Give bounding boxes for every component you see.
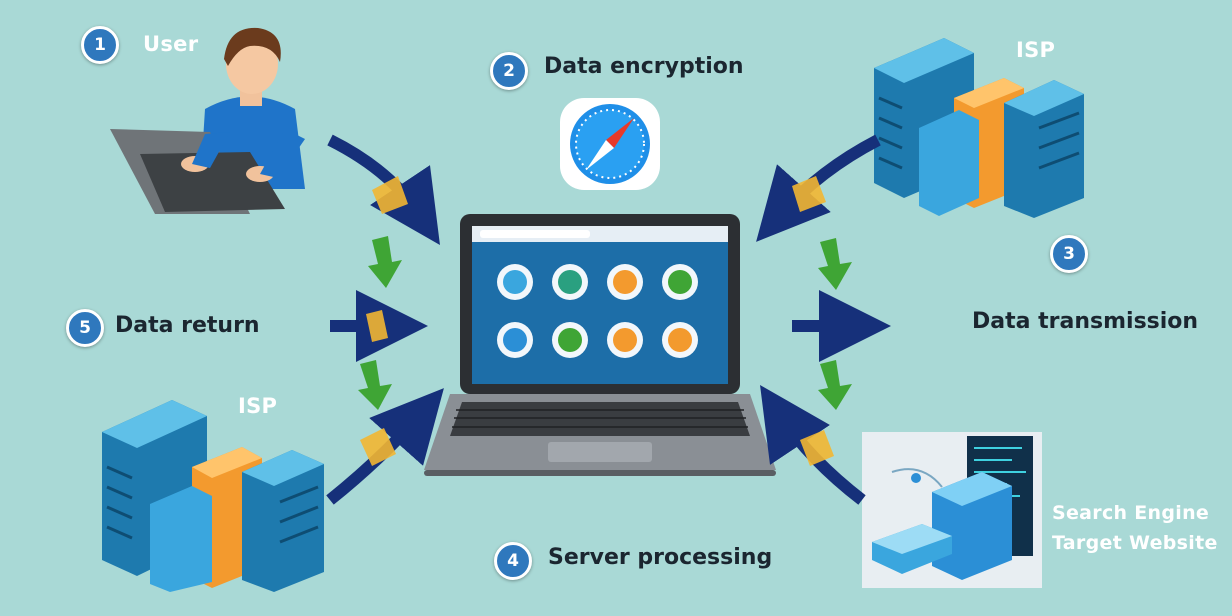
data-transmission-label: Data transmission	[972, 309, 1199, 334]
step-2-badge: 2	[490, 52, 528, 90]
green-arrow-left-lower	[358, 360, 392, 410]
target-label-line2: Target Website	[1052, 532, 1218, 554]
data-encryption-label: Data encryption	[544, 54, 744, 79]
step-3-badge: 3	[1050, 235, 1088, 273]
green-arrow-left-upper	[368, 236, 402, 288]
target-website-image	[862, 432, 1042, 588]
user-illustration	[110, 27, 305, 214]
isp-bottom-label: ISP	[238, 394, 278, 418]
target-label-line1: Search Engine	[1052, 502, 1210, 524]
isp-top-server-icon	[874, 38, 1084, 218]
central-laptop	[424, 214, 776, 476]
server-processing-label: Server processing	[548, 545, 773, 570]
step-4-badge: 4	[494, 542, 532, 580]
isp-top-label: ISP	[1016, 38, 1056, 62]
step-5-badge: 5	[66, 309, 104, 347]
green-arrow-right-lower	[818, 360, 852, 410]
green-arrow-right-upper	[818, 238, 852, 290]
arrow-user-to-laptop	[327, 134, 440, 245]
compass-icon	[560, 98, 660, 190]
user-label: User	[143, 32, 199, 56]
step-1-badge: 1	[81, 26, 119, 64]
data-return-label: Data return	[115, 313, 260, 338]
arrow-isp-to-laptop	[756, 134, 881, 242]
isp-bottom-server-icon	[102, 400, 324, 592]
